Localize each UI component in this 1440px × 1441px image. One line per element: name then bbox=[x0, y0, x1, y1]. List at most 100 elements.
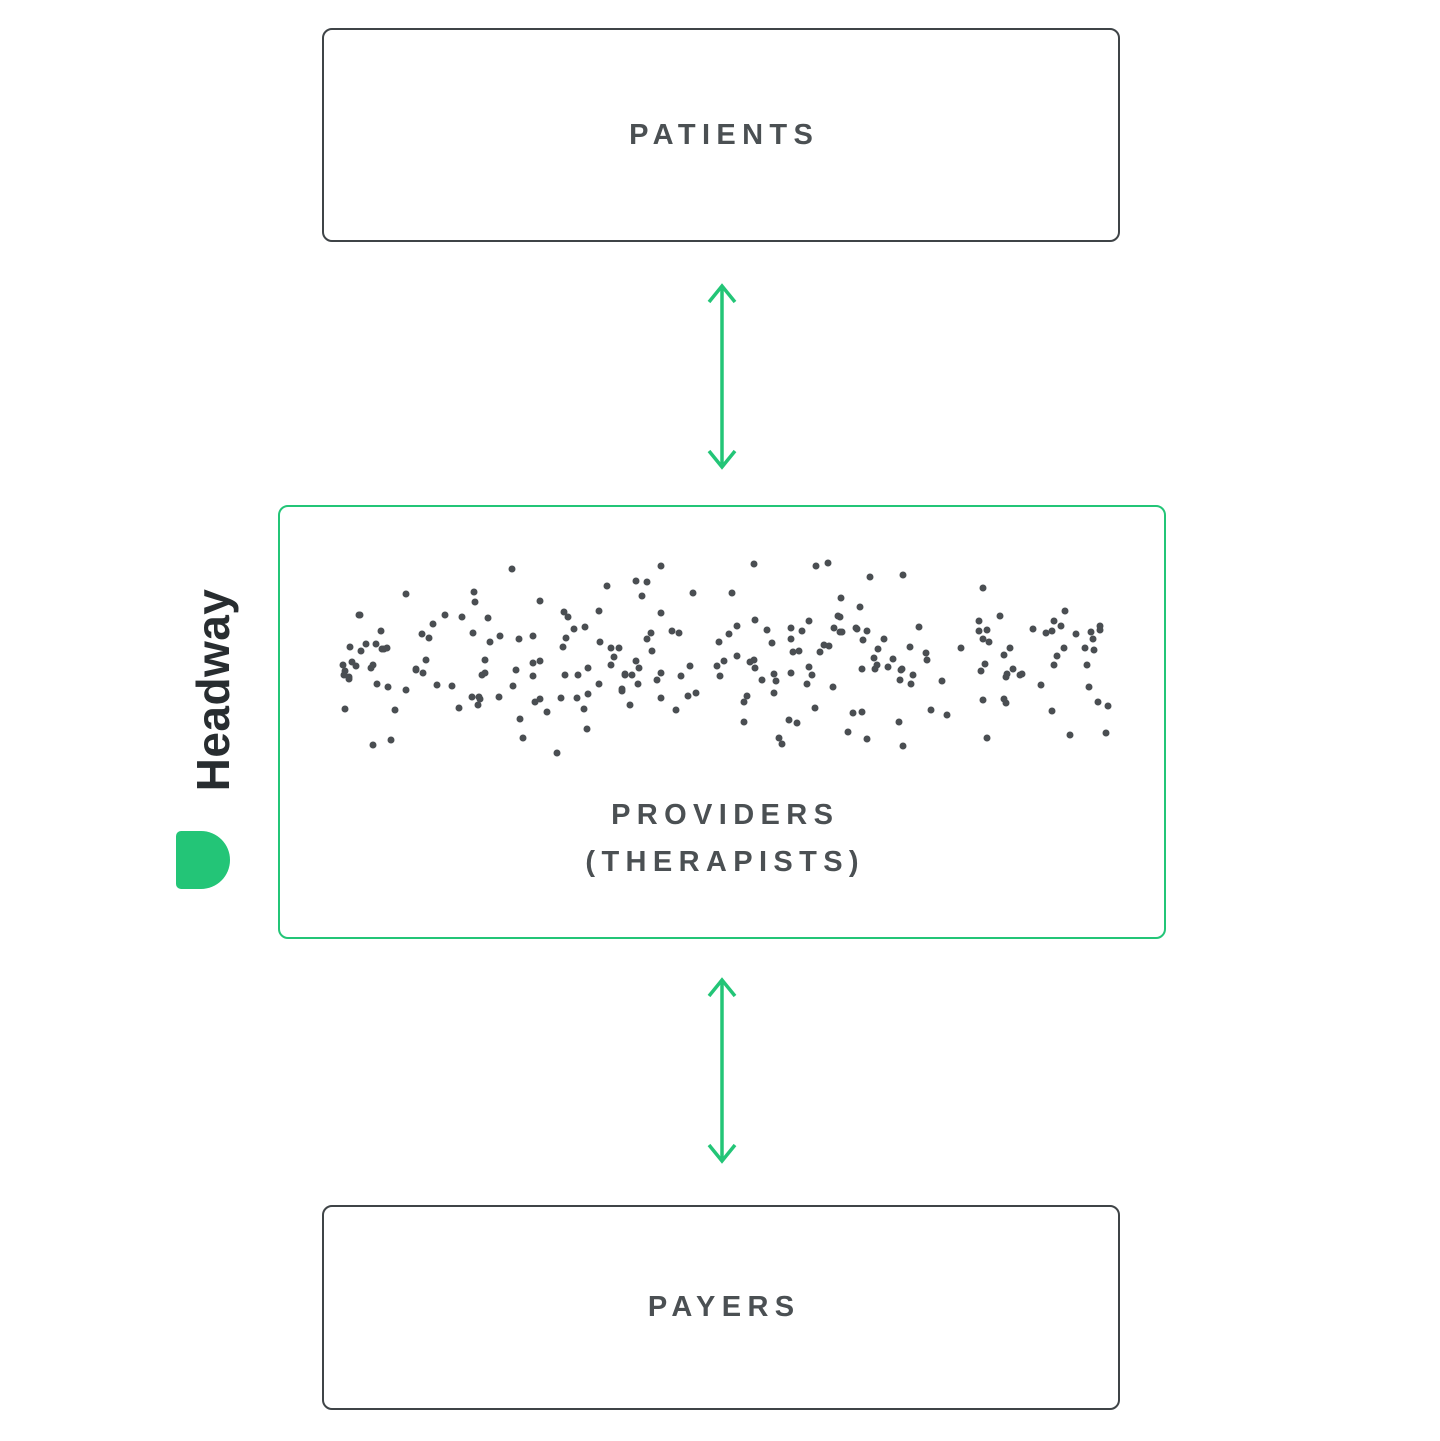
provider-dot bbox=[775, 734, 783, 742]
provider-dot bbox=[657, 694, 665, 702]
provider-dot bbox=[356, 611, 364, 619]
provider-dot bbox=[858, 708, 865, 716]
provider-dot bbox=[871, 665, 878, 673]
provider-dot bbox=[866, 573, 873, 581]
provider-dot bbox=[785, 716, 793, 724]
provider-dot bbox=[870, 654, 878, 662]
provider-dot bbox=[657, 609, 665, 617]
provider-dot bbox=[580, 705, 588, 713]
provider-dot bbox=[689, 589, 697, 597]
provider-dot bbox=[844, 728, 852, 736]
provider-dot bbox=[340, 671, 348, 679]
provider-dot bbox=[1066, 731, 1074, 739]
provider-dot bbox=[751, 664, 759, 672]
provider-dot bbox=[740, 698, 748, 706]
provider-dot bbox=[858, 665, 866, 673]
provider-dot bbox=[607, 661, 615, 669]
provider-dot bbox=[805, 617, 813, 625]
provider-dot bbox=[672, 706, 680, 714]
provider-dot bbox=[348, 658, 356, 666]
provider-dot bbox=[471, 598, 479, 606]
providers-label: PROVIDERS (THERAPISTS) bbox=[280, 799, 1164, 879]
provider-dot bbox=[787, 635, 795, 642]
provider-dot bbox=[638, 592, 646, 600]
provider-dot bbox=[596, 638, 604, 646]
provider-dot bbox=[837, 594, 845, 602]
provider-dot bbox=[647, 629, 655, 637]
provider-dot bbox=[429, 620, 437, 628]
provider-dot bbox=[897, 666, 905, 674]
arrow-patients-providers-icon bbox=[707, 283, 737, 470]
provider-dot bbox=[716, 672, 724, 680]
provider-dot bbox=[1050, 661, 1058, 669]
provider-dot bbox=[720, 657, 728, 665]
provider-dot bbox=[820, 641, 828, 648]
provider-dot bbox=[536, 695, 544, 703]
provider-dot bbox=[798, 627, 806, 635]
provider-dot bbox=[1094, 698, 1102, 706]
provider-dot bbox=[746, 658, 754, 666]
provider-dot bbox=[615, 644, 623, 652]
provider-dot bbox=[1048, 627, 1056, 635]
provider-dot bbox=[570, 625, 578, 633]
provider-dot bbox=[677, 672, 684, 680]
provider-dot bbox=[512, 666, 519, 674]
provider-dot bbox=[743, 692, 751, 700]
provider-dot bbox=[1029, 625, 1037, 633]
provider-dot bbox=[733, 622, 741, 630]
provider-dot bbox=[811, 704, 819, 712]
provider-dot bbox=[603, 582, 611, 590]
provider-dot bbox=[387, 736, 395, 744]
provider-dot bbox=[713, 662, 721, 670]
provider-dot bbox=[1081, 644, 1089, 651]
provider-dot bbox=[509, 682, 517, 690]
provider-dot bbox=[922, 649, 930, 657]
provider-dot bbox=[907, 680, 915, 688]
provider-dot bbox=[455, 704, 463, 712]
provider-dot bbox=[975, 627, 983, 634]
provider-dot bbox=[1050, 617, 1058, 624]
provider-dot bbox=[383, 644, 391, 652]
provider-dot bbox=[657, 562, 665, 570]
provider-dots bbox=[338, 543, 1113, 781]
provider-dot bbox=[486, 638, 494, 646]
provider-dot bbox=[795, 647, 803, 655]
provider-dot bbox=[830, 624, 838, 632]
provider-dot bbox=[515, 635, 523, 643]
provider-dot bbox=[369, 741, 377, 749]
providers-label-line1: PROVIDERS bbox=[611, 799, 840, 831]
provider-dot bbox=[478, 671, 486, 679]
provider-dot bbox=[938, 677, 946, 685]
provider-dot bbox=[889, 655, 897, 663]
provider-dot bbox=[1016, 671, 1024, 679]
provider-dot bbox=[543, 708, 551, 716]
provider-dot bbox=[1102, 729, 1110, 737]
provider-dot bbox=[789, 648, 797, 656]
provider-dot bbox=[529, 672, 537, 680]
provider-dot bbox=[1085, 683, 1093, 691]
provider-dot bbox=[983, 734, 991, 742]
provider-dot bbox=[495, 693, 502, 701]
provider-dot bbox=[1048, 707, 1056, 715]
provider-dot bbox=[975, 617, 983, 625]
provider-dot bbox=[372, 640, 380, 648]
provider-dot bbox=[1003, 670, 1010, 678]
provider-dot bbox=[983, 626, 991, 634]
provider-dot bbox=[412, 665, 420, 672]
providers-box: PROVIDERS (THERAPISTS) bbox=[278, 505, 1166, 939]
provider-dot bbox=[770, 670, 778, 678]
provider-dot bbox=[770, 689, 778, 697]
provider-dot bbox=[768, 639, 776, 647]
provider-dot bbox=[574, 671, 582, 678]
provider-dot bbox=[838, 628, 845, 636]
provider-dot bbox=[468, 693, 476, 701]
provider-dot bbox=[508, 565, 516, 573]
provider-dot bbox=[763, 626, 771, 634]
provider-dot bbox=[339, 661, 347, 669]
provider-dot bbox=[668, 627, 676, 635]
provider-dot bbox=[751, 616, 759, 624]
provider-dot bbox=[793, 719, 801, 727]
provider-dot bbox=[1090, 646, 1097, 654]
provider-dot bbox=[341, 705, 348, 713]
provider-dot bbox=[362, 640, 370, 648]
